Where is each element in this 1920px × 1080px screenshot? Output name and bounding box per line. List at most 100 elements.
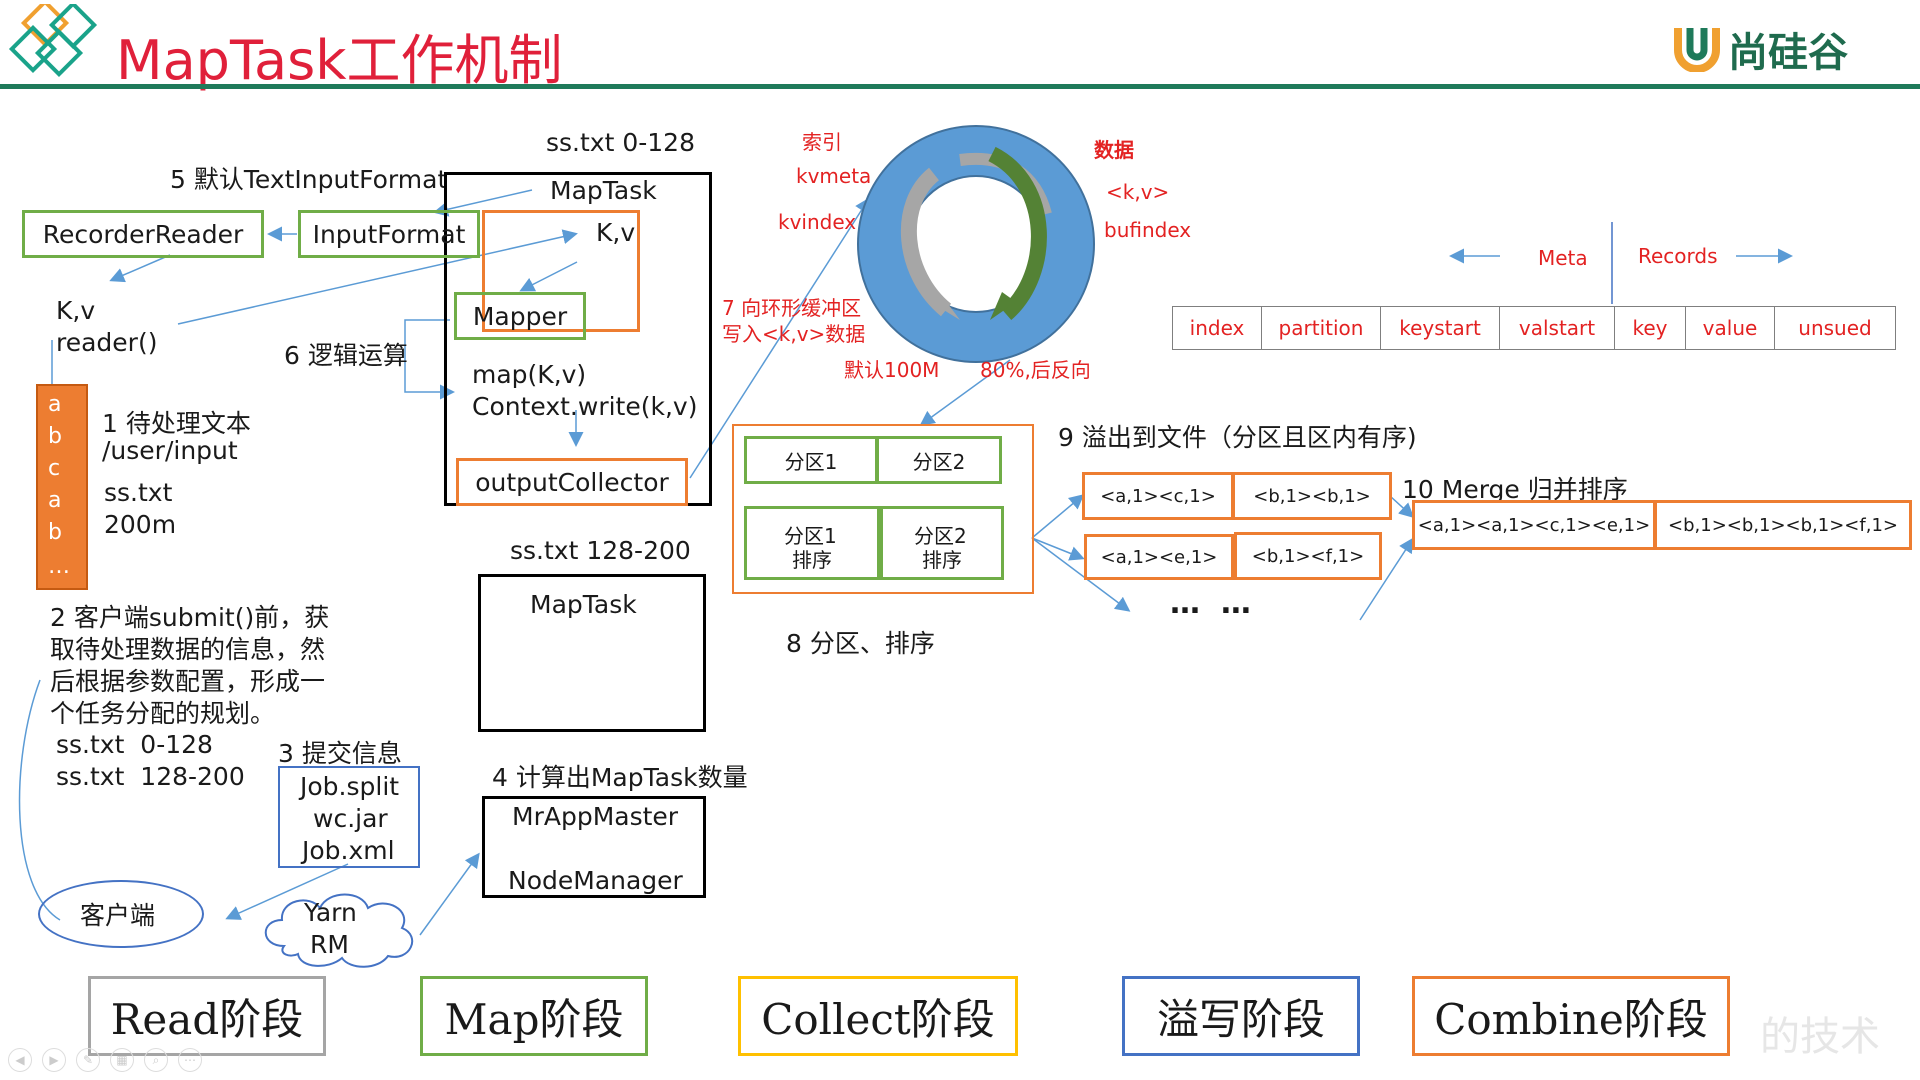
spill-r2c2: <b,1><f,1> [1234,532,1382,580]
stage-combine-label: Combine阶段 [1434,994,1708,1044]
merge-box-1: <a,1><a,1><c,1><e,1> [1412,500,1656,550]
meta-cell-key: key [1615,307,1686,349]
partition1-sorted-box [744,506,880,580]
ring-buffer-icon [856,124,1096,364]
spill-r1c1: <a,1><c,1> [1082,472,1234,520]
pen-icon[interactable]: ✎ [76,1048,100,1072]
spill-threshold-label: 80%,后反向 [980,358,1091,382]
partition1-sorted-sub: 排序 [792,548,832,572]
partition1-label: 分区1 [784,449,838,474]
step4-label: 4 计算出MapTask数量 [492,763,748,792]
meta-cell-value: value [1686,307,1775,349]
file-letter: b [48,424,62,449]
step7-line1: 7 向环形缓冲区 [722,296,862,320]
stage-spill: 溢写阶段 [1122,976,1360,1056]
ring-kvmeta-label: kvmeta [796,164,872,188]
file-letter: b [48,520,62,545]
zoom-icon[interactable]: ⌕ [144,1048,168,1072]
logo-diamonds [8,0,100,84]
stage-read-label: Read阶段 [110,994,304,1044]
slide-controls[interactable]: ◀ ▶ ✎ ▦ ⌕ ⋯ [8,1048,258,1074]
wc-jar-label: wc.jar [313,804,388,833]
kv-left-label: K,v [56,296,96,325]
meta-cell-partition: partition [1262,307,1381,349]
spill-r2c2-label: <b,1><f,1> [1251,545,1365,567]
partition2-label: 分区2 [912,449,966,474]
stage-collect: Collect阶段 [738,976,1018,1056]
partition2-sorted-label: 分区2 [914,524,967,548]
mapper-box: Mapper [454,292,586,340]
records-label: Records [1638,244,1718,268]
file-letter: … [48,554,70,579]
stage-spill-label: 溢写阶段 [1156,994,1325,1044]
meta-cell-index: index [1173,307,1262,349]
partition1-box: 分区1 [744,436,878,484]
partition2-box: 分区2 [876,436,1002,484]
step6-label: 6 逻辑运算 [284,341,408,370]
step2-line: 后根据参数配置，形成一 [50,667,326,696]
size-label: 200m [104,510,177,539]
job-xml-label: Job.xml [302,836,395,865]
app-master-label: MrAppMaster [512,802,679,831]
step1-label: 1 待处理文本 [102,409,251,438]
slides-icon[interactable]: ▦ [110,1048,134,1072]
merge-1-label: <a,1><a,1><c,1><e,1> [1417,514,1651,536]
header-rule [0,84,1920,89]
reader-call-label: reader() [56,328,158,357]
brand-logo-icon [1672,20,1722,73]
mapper-label: Mapper [472,301,568,331]
stage-collect-label: Collect阶段 [761,994,995,1044]
step2-line: 个任务分配的规划。 [50,699,276,728]
ring-kvindex-label: kvindex [778,210,857,234]
app-master-box [482,796,706,898]
prev-slide-icon[interactable]: ◀ [8,1048,32,1072]
job-files-box [278,766,420,868]
more-files-ellipsis: … … [1170,586,1251,621]
step7-line2: 写入<k,v>数据 [722,322,866,346]
step3-label: 3 提交信息 [278,739,402,768]
more-icon[interactable]: ⋯ [178,1048,202,1072]
partition2-sorted-box [880,506,1004,580]
stage-read: Read阶段 [88,976,326,1056]
meta-cell-valstart: valstart [1500,307,1615,349]
meta-cell-keystart: keystart [1381,307,1500,349]
yarn-cloud-icon [254,886,424,970]
recorder-reader-label: RecorderReader [42,219,244,249]
next-slide-icon[interactable]: ▶ [42,1048,66,1072]
node-manager-label: NodeManager [508,866,683,895]
job-split-label: Job.split [300,772,400,801]
step9-label: 9 溢出到文件（分区且区内有序) [1058,423,1417,452]
split2-label: ss.txt 128-200 [56,762,245,791]
kv-loop-box [482,210,640,332]
stage-map-label: Map阶段 [444,994,624,1044]
maptask2-title: MapTask [530,590,637,619]
partition1-sorted-label: 分区1 [784,524,837,548]
step10-label: 10 Merge 归并排序 [1402,475,1628,504]
partition2-sorted-sub: 排序 [922,548,962,572]
ring-index-label: 索引 [802,130,842,154]
meta-cell-unused: unsued [1798,316,1872,340]
split-label-second: ss.txt 128-200 [510,536,691,565]
page-title: MapTask工作机制 [116,29,563,92]
ring-data-label: 数据 [1094,138,1134,162]
partition-container [732,424,1034,594]
default-size-label: 默认100M [844,358,940,382]
file-letter: a [48,392,62,417]
client-label: 客户端 [80,901,156,930]
step8-label: 8 分区、排序 [786,629,935,658]
input-format-box: InputFormat [298,210,480,258]
client-ellipse [38,880,204,948]
stage-map: Map阶段 [420,976,648,1056]
split-label-top: ss.txt 0-128 [546,128,695,157]
watermark-text: 的技术 [1760,1014,1880,1060]
maptask2-box [478,574,706,732]
spill-r1c2: <b,1><b,1> [1232,472,1392,520]
meta-table: index partition keystart valstart key va… [1172,306,1896,350]
file-letter: a [48,488,62,513]
kv-inner-label: K,v [596,218,636,247]
user-input-label: /user/input [102,436,238,465]
spill-r1c2-label: <b,1><b,1> [1253,485,1371,507]
ss-txt-label: ss.txt [104,478,173,507]
map-call-label: map(K,v) [472,360,587,389]
